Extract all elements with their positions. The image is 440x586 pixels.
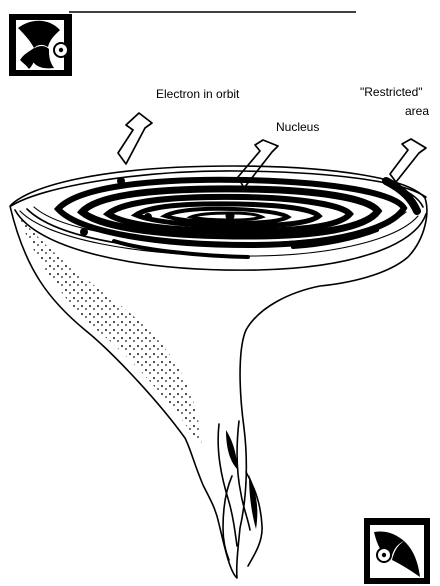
restricted-area-arrow-icon [390, 139, 426, 182]
electron-label: Electron in orbit [156, 87, 240, 101]
electron-arrow-icon [118, 113, 152, 164]
restricted-label-line-1: "Restricted" [360, 85, 423, 99]
orbit-rings [27, 180, 423, 257]
restricted-label-line-2: area [405, 104, 429, 118]
electron-dot [117, 177, 125, 185]
top-left-ornament-icon [9, 14, 72, 76]
electron-dot [80, 228, 88, 236]
electron-dot [144, 213, 152, 221]
nucleus-label: Nucleus [276, 120, 319, 134]
bottom-right-ornament-icon [364, 518, 430, 584]
nucleus-dot [226, 212, 235, 221]
